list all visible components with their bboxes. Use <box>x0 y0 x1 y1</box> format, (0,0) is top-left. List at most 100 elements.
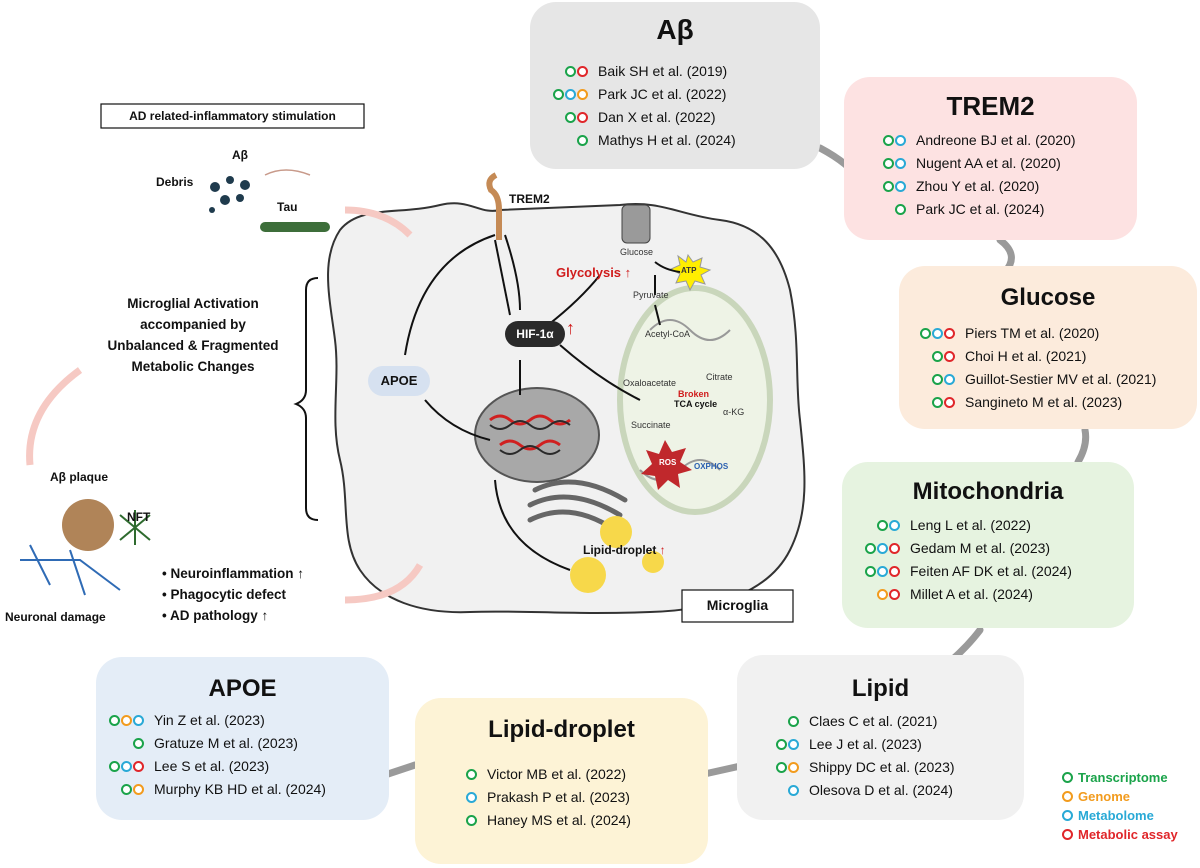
method-marker <box>788 739 799 750</box>
method-marker <box>565 89 576 100</box>
citrate-label: Citrate <box>706 372 733 382</box>
akg-label: α-KG <box>723 407 745 417</box>
method-marker <box>895 204 906 215</box>
method-markers <box>108 784 144 795</box>
method-markers <box>864 589 900 600</box>
method-markers <box>552 66 588 77</box>
method-marker <box>883 135 894 146</box>
reference-text: Millet A et al. (2024) <box>910 586 1033 602</box>
reference-text: Shippy DC et al. (2023) <box>809 759 955 775</box>
activation-text: Microglial Activation accompanied by Unb… <box>107 296 279 374</box>
atp-burst <box>669 253 712 292</box>
outcome-item: • Neuroinflammation ↑ <box>162 566 304 581</box>
oxphos-label: OXPHOS <box>694 462 729 471</box>
reference-row: Nugent AA et al. (2020) <box>870 152 1076 175</box>
broken-label: Broken <box>678 389 710 399</box>
method-marker <box>776 762 787 773</box>
outcome-list: • Neuroinflammation ↑ • Phagocytic defec… <box>162 563 304 626</box>
method-marker <box>133 715 144 726</box>
reference-text: Piers TM et al. (2020) <box>965 325 1100 341</box>
lipid-box: Lipid Claes C et al. (2021) Lee J et al. … <box>737 655 1024 820</box>
atp-label: ATP <box>681 266 697 275</box>
method-marker <box>109 715 120 726</box>
glucose-box: Glucose Piers TM et al. (2020)Choi H et … <box>899 266 1197 429</box>
reference-row: Yin Z et al. (2023) <box>108 709 326 732</box>
method-marker <box>944 328 955 339</box>
reference-row: Gedam M et al. (2023) <box>864 537 1072 560</box>
legend-item: Transcriptome <box>1062 768 1178 787</box>
method-marker <box>932 374 943 385</box>
method-marker <box>865 566 876 577</box>
reference-text: Sangineto M et al. (2023) <box>965 394 1123 410</box>
reference-row: Prakash P et al. (2023) <box>441 786 631 809</box>
lipid-title: Lipid <box>851 675 910 702</box>
method-marker <box>932 397 943 408</box>
reference-text: Claes C et al. (2021) <box>809 713 938 729</box>
method-markers <box>552 112 588 123</box>
method-marker <box>133 784 144 795</box>
method-marker <box>133 761 144 772</box>
trem2-title: TREM2 <box>946 91 1035 121</box>
reference-text: Haney MS et al. (2024) <box>487 812 631 828</box>
abeta-title: Aβ <box>656 14 694 45</box>
outcome-item: • Phagocytic defect <box>162 587 287 602</box>
method-marker <box>944 351 955 362</box>
lipid-droplet-cell-label: Lipid-droplet ↑ <box>583 543 666 557</box>
reference-text: Dan X et al. (2022) <box>598 109 716 125</box>
method-marker <box>883 158 894 169</box>
reference-row: Choi H et al. (2021) <box>919 345 1156 368</box>
method-marker <box>109 761 120 772</box>
reference-text: Feiten AF DK et al. (2024) <box>910 563 1072 579</box>
reference-row: Feiten AF DK et al. (2024) <box>864 560 1072 583</box>
mito-refs: Leng L et al. (2022)Gedam M et al. (2023… <box>864 514 1072 606</box>
reference-text: Gratuze M et al. (2023) <box>154 735 298 751</box>
reference-row: Baik SH et al. (2019) <box>552 60 736 83</box>
trem2-receptor <box>486 172 502 240</box>
method-markers <box>552 135 588 146</box>
tau-label: Tau <box>277 200 298 214</box>
tca-label: TCA cycle <box>674 399 718 409</box>
method-markers <box>864 543 900 554</box>
method-markers <box>919 328 955 339</box>
legend: Transcriptome Genome Metabolome Metaboli… <box>1062 768 1178 844</box>
abeta-refs: Baik SH et al. (2019)Park JC et al. (202… <box>552 60 736 152</box>
method-markers <box>919 397 955 408</box>
abeta-box: Aβ Baik SH et al. (2019)Park JC et al. (… <box>530 2 820 169</box>
reference-row: Andreone BJ et al. (2020) <box>870 129 1076 152</box>
acetyl-coa-label: Acetyl-CoA <box>645 329 691 339</box>
method-marker <box>577 89 588 100</box>
method-markers <box>108 761 144 772</box>
method-marker <box>944 397 955 408</box>
reference-text: Andreone BJ et al. (2020) <box>916 132 1076 148</box>
hif-up-arrow: ↑ <box>566 318 575 338</box>
reference-row: Claes C et al. (2021) <box>763 710 955 733</box>
method-marker <box>889 566 900 577</box>
method-marker <box>121 761 132 772</box>
reference-row: Olesova D et al. (2024) <box>763 779 955 802</box>
reference-row: Gratuze M et al. (2023) <box>108 732 326 755</box>
method-marker <box>776 739 787 750</box>
reference-text: Mathys H et al. (2024) <box>598 132 736 148</box>
method-marker <box>788 762 799 773</box>
method-markers <box>870 158 906 169</box>
method-markers <box>864 566 900 577</box>
reference-row: Zhou Y et al. (2020) <box>870 175 1076 198</box>
method-marker <box>883 181 894 192</box>
method-marker <box>877 543 888 554</box>
method-marker <box>932 328 943 339</box>
method-marker <box>889 543 900 554</box>
method-marker <box>895 181 906 192</box>
glycolysis-label: Glycolysis ↑ <box>556 265 632 280</box>
glucose-label: Glucose <box>620 247 654 257</box>
reference-text: Yin Z et al. (2023) <box>154 712 265 728</box>
reference-row: Sangineto M et al. (2023) <box>919 391 1156 414</box>
reference-text: Choi H et al. (2021) <box>965 348 1087 364</box>
ros-star <box>641 440 692 490</box>
lipid-droplet-refs: Victor MB et al. (2022)Prakash P et al. … <box>441 763 631 832</box>
reference-row: Leng L et al. (2022) <box>864 514 1072 537</box>
pyruvate-label: Pyruvate <box>633 290 669 300</box>
reference-text: Lee S et al. (2023) <box>154 758 270 774</box>
method-marker <box>577 112 588 123</box>
reference-row: Lee J et al. (2023) <box>763 733 955 756</box>
